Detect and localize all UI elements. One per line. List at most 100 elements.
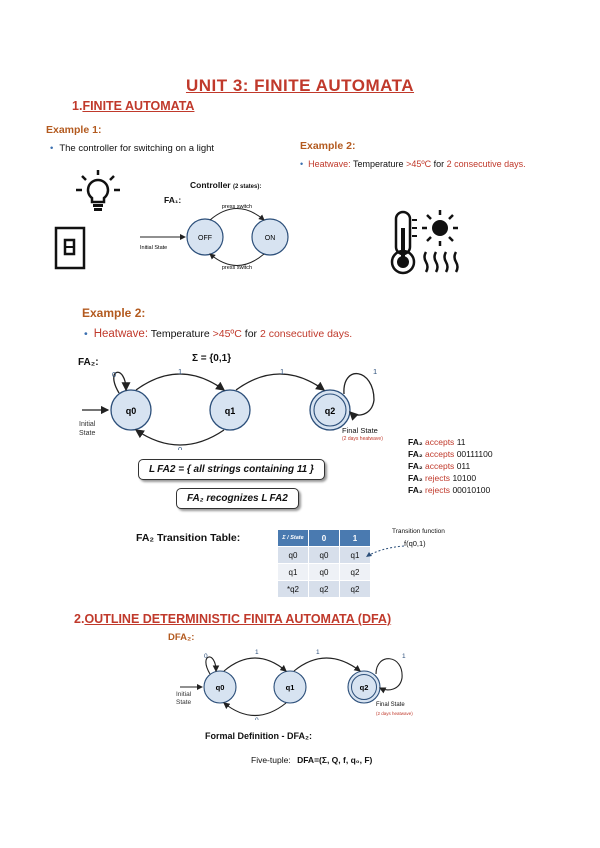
table-cell: *q2: [277, 580, 309, 598]
section-1-heading: 1.FINITE AUTOMATA: [72, 99, 194, 113]
table-cell: q0: [308, 563, 340, 581]
heatwave-label: Heatwave:: [308, 159, 351, 169]
dfa-loop2-label: 1: [402, 653, 406, 660]
five-tuple-value: DFA=(Σ, Q, f, q₀, F): [297, 755, 373, 765]
dfa-final-label: Final State: [376, 702, 405, 708]
controller-title: Controller (2 states):: [190, 180, 261, 190]
press-top-label: press switch: [222, 204, 252, 210]
dfa-edge-q1-q0: [223, 702, 287, 716]
result-fa: FA₂: [408, 473, 423, 483]
fa2-q0-label: q0: [126, 406, 137, 416]
table-header-corner: Σ / State: [277, 529, 309, 547]
state-off: [186, 218, 224, 256]
example-1-bullet: • The controller for switching on a light: [50, 143, 214, 154]
transition-fn-label: Transition function: [392, 528, 445, 535]
fa2-edge12-label: 1: [280, 367, 284, 376]
dfa-state-q0: [203, 670, 237, 704]
fa2-state-q0: [110, 389, 152, 431]
fa2-loop-q0: [113, 371, 131, 394]
dfa-q2-label: q2: [360, 683, 369, 692]
transition-pointer: [365, 545, 405, 558]
edge-on-off: [209, 253, 265, 266]
five-tuple: Five-tuple: DFA=(Σ, Q, f, q₀, F): [251, 755, 372, 765]
fa2-accept-ring: [313, 393, 347, 427]
result-verb: accepts: [425, 449, 455, 459]
temperature-text: Temperature: [148, 328, 213, 340]
controller-label: Controller: [190, 180, 231, 190]
fa2-edge10-label: 0: [178, 445, 182, 450]
result-string: 00111100: [456, 449, 493, 459]
fa2-loop0-label: 0: [112, 370, 116, 379]
dfa-initial-label: Initial State: [176, 691, 191, 707]
for-text: for: [431, 159, 447, 169]
temp-value: >45ºC: [212, 328, 242, 340]
fa2-edge-q0-q1: [135, 373, 226, 391]
result-row: FA₂ accepts 00111100: [408, 448, 493, 460]
transition-fn-value: f(q0,1): [404, 539, 426, 548]
fa2-state-q1: [209, 389, 251, 431]
result-fa: FA₂: [408, 461, 423, 471]
fa2-loop-q2: [343, 373, 375, 421]
result-row: FA₂ accepts 011: [408, 460, 493, 472]
section-2-number: 2.: [74, 612, 85, 626]
bullet-icon: •: [50, 143, 54, 154]
result-string: 00010100: [452, 485, 491, 495]
dfa-diagram: q0 q1 q2 0 1 1 0 1: [180, 649, 406, 720]
alphabet-label: Σ = {0,1}: [192, 353, 232, 364]
result-fa: FA₂: [408, 485, 423, 495]
transition-table: Σ / State 0 1 q0 q0 q1 q1 q0 q2 *q2 q2 q…: [277, 529, 371, 598]
dfa-q1-label: q1: [286, 683, 295, 692]
table-cell: q0: [308, 546, 340, 564]
fa2-label: FA₂:: [78, 357, 99, 368]
fa2-results: FA₂ accepts 11 FA₂ accepts 00111100 FA₂ …: [408, 436, 493, 496]
state-on-label: ON: [265, 235, 276, 242]
table-cell: q2: [308, 580, 340, 598]
result-string: 10100: [452, 473, 477, 483]
dfa-q0-label: q0: [216, 683, 225, 692]
example-2-small-label: Example 2:: [300, 140, 356, 152]
controller-sub: (2 states):: [233, 184, 262, 190]
example-1-text: The controller for switching on a light: [59, 143, 215, 154]
edge-off-on: [209, 208, 265, 221]
fa2-final-label: Final State: [342, 426, 378, 435]
table-cell: q2: [339, 580, 371, 598]
heatwave-icon: [390, 210, 459, 275]
lightbulb-icon: [76, 170, 120, 211]
result-verb: accepts: [425, 437, 455, 447]
fa2-edge-q1-q0: [134, 429, 225, 446]
bullet-icon: •: [300, 159, 304, 169]
fa2-loop2-label: 1: [373, 367, 377, 376]
result-row: FA₂ rejects 00010100: [408, 484, 493, 496]
dfa-final-sub: (2 days heatwave): [376, 711, 413, 716]
dfa-edge10-label: 0: [255, 717, 259, 720]
result-verb: accepts: [425, 461, 455, 471]
days-text: 2 consecutive days.: [446, 159, 526, 169]
temp-value: >45ºC: [406, 159, 432, 169]
fa2-final-sub: (2 days heatwave): [342, 436, 383, 442]
table-cell: q1: [339, 546, 371, 564]
table-cell: q0: [277, 546, 309, 564]
result-fa: FA₂: [408, 437, 423, 447]
page-title: UNIT 3: FINITE AUTOMATA: [185, 76, 415, 95]
fa1-label: FA₁:: [164, 195, 182, 205]
example-2-bullet: •Heatwave: Temperature >45ºC for 2 conse…: [84, 328, 352, 340]
dfa-edge12-label: 1: [316, 649, 320, 656]
result-row: FA₂ accepts 11: [408, 436, 493, 448]
result-verb: rejects: [425, 485, 451, 495]
table-title: FA₂ Transition Table:: [136, 532, 241, 544]
result-string: 11: [456, 437, 466, 447]
dfa-state-q1: [273, 670, 307, 704]
fa2-diagram: q0 q1 q2 0 1 1 0 1 Initial State: [79, 367, 377, 450]
initial-label: Initial State: [140, 245, 167, 251]
five-tuple-label: Five-tuple:: [251, 755, 291, 765]
example-2-label: Example 2:: [82, 306, 146, 320]
fa2-q2-label: q2: [325, 406, 336, 416]
fa2-initial-line2: State: [79, 430, 95, 437]
bullet-icon: •: [84, 328, 88, 340]
example-2-small-bullet: •Heatwave: Temperature >45ºC for 2 conse…: [300, 159, 526, 169]
language-box: L FA2 = { all strings containing 11 }: [138, 459, 325, 480]
dfa-edge-q1-q2: [293, 657, 361, 672]
section-2-heading: 2.OUTLINE DETERMINISTIC FINITA AUTOMATA …: [74, 612, 391, 626]
recognizes-box: FA₂ recognizes L FA2: [176, 488, 299, 509]
dfa-initial-line2: State: [176, 699, 192, 706]
